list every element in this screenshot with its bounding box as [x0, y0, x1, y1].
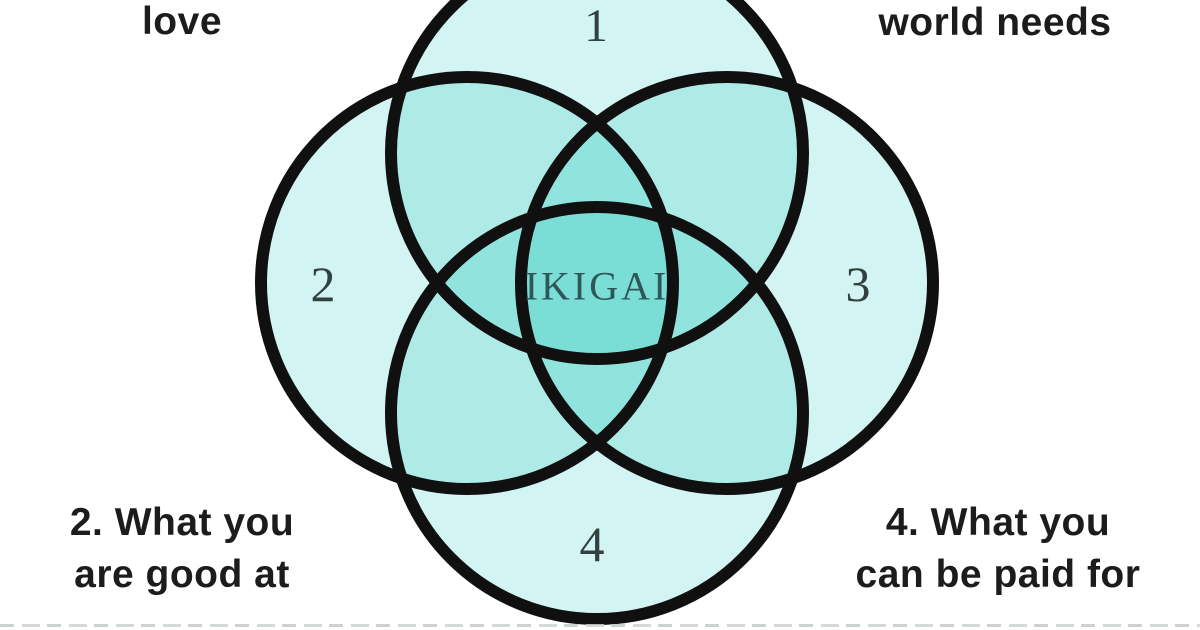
circle-top-outline [385, 0, 809, 365]
label-top-left: love [142, 0, 222, 48]
circle-right-fill [521, 77, 933, 489]
circle-bottom-outline [385, 201, 809, 625]
circle-left-outline [255, 71, 679, 495]
venn-circle-outlines [255, 0, 939, 625]
circle-number-4: 4 [579, 516, 605, 572]
label-bottom-left-line1: 2. What you [69, 501, 295, 544]
circle-right-outline [515, 71, 939, 495]
circle-number-1: 1 [584, 0, 608, 52]
circle-top-fill [391, 0, 803, 359]
label-bottom-right-line1: 4. What you [885, 501, 1111, 544]
cropped-text-remnant-line [0, 624, 1200, 627]
circle-number-3: 3 [845, 256, 871, 312]
label-top-left-line1: love [141, 0, 223, 43]
label-bottom-right: 4. What you can be paid for [856, 497, 1141, 601]
label-top-right-line1: world needs [878, 1, 1112, 44]
circle-left-fill [261, 77, 673, 489]
circle-bottom-fill [391, 207, 803, 619]
venn-circle-fills [261, 0, 933, 619]
circle-number-2: 2 [310, 256, 336, 312]
label-bottom-left: 2. What you are good at [70, 497, 294, 601]
label-top-right: world needs [878, 0, 1111, 49]
label-bottom-left-line2: are good at [74, 553, 290, 596]
label-bottom-right-line2: can be paid for [855, 553, 1141, 596]
center-label-ikigai: IKIGAI [524, 263, 670, 309]
